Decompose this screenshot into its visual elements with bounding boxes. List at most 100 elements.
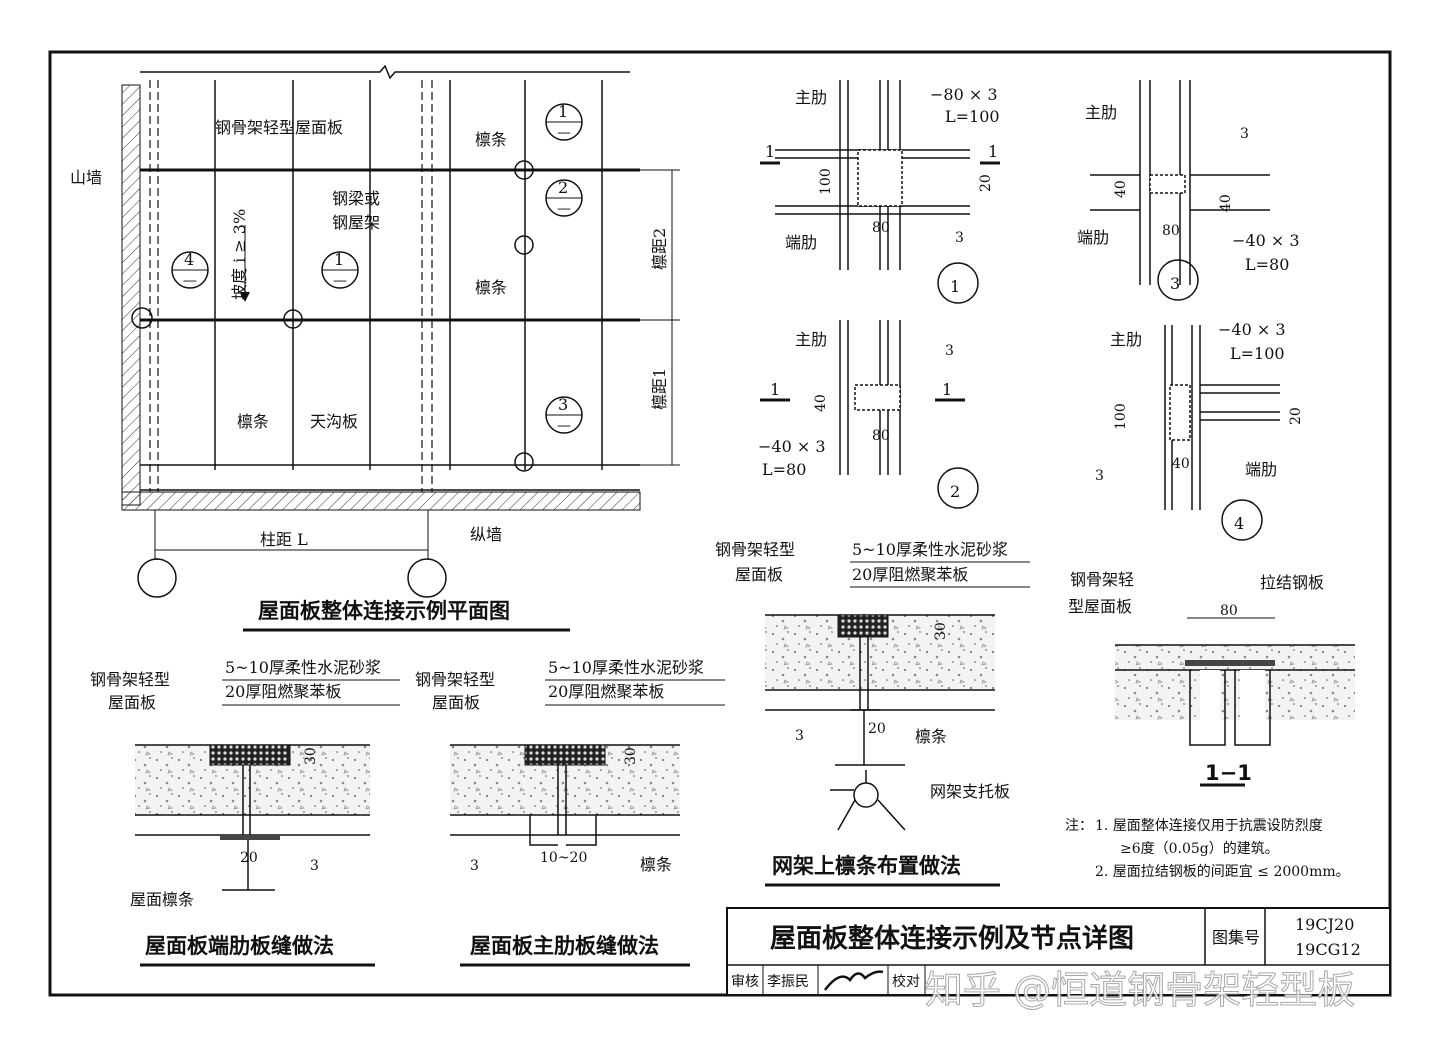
detail-4: 主肋 −40 × 3 L=100 100 20 3 40 端肋 4 bbox=[1095, 320, 1304, 541]
callout-1: 1— bbox=[514, 102, 583, 180]
section-grid-title-text: 网架上檩条布置做法 bbox=[772, 854, 961, 878]
title-block: 屋面板整体连接示例及节点详图 图集号 19CJ20 19CG12 审核 李振民 … bbox=[726, 907, 1391, 996]
detail-marker bbox=[937, 262, 979, 304]
detail4-label-text: 4 bbox=[1234, 514, 1244, 533]
detail1-dim-20-text: 20 bbox=[978, 174, 994, 192]
notes-n1b-text: ≥6度（0.05g）的建筑。 bbox=[1120, 841, 1279, 857]
detail-1: 主肋 −80 × 3 L=100 1 1 100 20 80 3 端肋 1 bbox=[760, 80, 1000, 304]
title-block-atlas-2-text: 19CG12 bbox=[1295, 940, 1361, 959]
section-end-weld-text: 3 bbox=[310, 858, 319, 874]
plan-callouts-2-sub-text: — bbox=[557, 418, 571, 434]
detail3-label-text: 3 bbox=[1170, 274, 1180, 293]
detail4-length-text: L=100 bbox=[1230, 344, 1285, 363]
long-wall-label: 纵墙 bbox=[470, 525, 502, 544]
detail-3: 主肋 3 40 40 80 端肋 −40 × 3 L=80 3 bbox=[1077, 80, 1300, 301]
sheet-border bbox=[48, 50, 1392, 997]
space-frame-node bbox=[853, 782, 879, 808]
plan-callouts-2-num-text: 3 bbox=[558, 395, 568, 414]
callout-4: 4— bbox=[131, 250, 209, 329]
detail1-cut-b-text: 1 bbox=[988, 142, 998, 161]
detail2-dim-40-text: 40 bbox=[813, 394, 829, 412]
section-main-rib: 钢骨架轻型 屋面板 5~10厚柔性水泥砂浆 20厚阻燃聚苯板 30 10~20 … bbox=[415, 658, 725, 967]
title-block-review-label-text: 审核 bbox=[731, 974, 759, 990]
drawing-title: 屋面板整体连接示例及节点详图 bbox=[770, 923, 1134, 954]
section-1-1: 钢骨架轻 型屋面板 拉结钢板 80 1−1 bbox=[1068, 570, 1355, 787]
gutter-label: 天沟板 bbox=[310, 412, 358, 431]
plan-callouts-1-num-text: 2 bbox=[558, 178, 568, 197]
slope-label: 坡度 i ≥ 3% bbox=[230, 209, 249, 300]
section-space-frame: 钢骨架轻型 屋面板 5~10厚柔性水泥砂浆 20厚阻燃聚苯板 30 20 3 檩… bbox=[715, 540, 1030, 887]
detail4-weld-text: 3 bbox=[1095, 468, 1104, 484]
plan-callouts-3-sub-text: — bbox=[183, 273, 197, 289]
detail2-weld-text: 3 bbox=[945, 343, 954, 359]
detail1-plate-text: −80 × 3 bbox=[930, 85, 998, 104]
title-block-atlas-1-text: 19CJ20 bbox=[1295, 915, 1354, 934]
steel-beam-label: 钢屋架 bbox=[332, 213, 380, 232]
plan-title: 屋面板整体连接示例平面图 bbox=[258, 599, 510, 623]
section-grid-dim-20-text: 20 bbox=[868, 721, 886, 737]
detail2-label-text: 2 bbox=[950, 482, 960, 501]
detail-marker bbox=[1157, 259, 1199, 301]
section-end-title-text: 屋面板端肋板缝做法 bbox=[145, 934, 334, 958]
plan-grid bbox=[140, 64, 640, 492]
section-main-title-text: 屋面板主肋板缝做法 bbox=[470, 934, 659, 958]
purlin-label: 檩条 bbox=[475, 130, 507, 149]
detail2-length-text: L=80 bbox=[762, 460, 806, 479]
detail1-length-text: L=100 bbox=[945, 107, 1000, 126]
slope-arrow-icon bbox=[240, 292, 250, 302]
signature bbox=[824, 970, 884, 991]
detail3-plate-text: −40 × 3 bbox=[1232, 231, 1300, 250]
detail4-dim-20-text: 20 bbox=[1288, 407, 1304, 425]
watermark: 知乎 @恒道钢骨架轻型板 bbox=[925, 968, 1355, 1012]
plan-panel-label: 钢骨架轻型屋面板 bbox=[215, 118, 343, 137]
section-grid-weld-text: 3 bbox=[795, 728, 804, 744]
detail3-end-rib-text: 端肋 bbox=[1077, 228, 1109, 247]
plan-callouts-1-sub-text: — bbox=[557, 201, 571, 217]
detail4-end-rib-text: 端肋 bbox=[1245, 460, 1277, 479]
section-main-weld-text: 3 bbox=[470, 858, 479, 874]
detail-marker bbox=[1221, 499, 1263, 541]
section-11-panel-2-text: 型屋面板 bbox=[1068, 597, 1132, 616]
detail1-end-rib-text: 端肋 bbox=[785, 233, 817, 252]
column-spacing-label: 柱距 L bbox=[260, 530, 308, 549]
section-end-purlin-text: 屋面檩条 bbox=[130, 890, 194, 909]
detail-marker bbox=[937, 467, 979, 509]
detail2-cut-b-text: 1 bbox=[942, 380, 952, 399]
notes: 注： 1. 屋面整体连接仅用于抗震设防烈度 ≥6度（0.05g）的建筑。 2. … bbox=[1065, 817, 1350, 880]
section-end-rib: 钢骨架轻型 屋面板 5~10厚柔性水泥砂浆 20厚阻燃聚苯板 30 20 3 屋… bbox=[90, 658, 400, 967]
steel-beam-label: 钢梁或 bbox=[332, 189, 380, 208]
section-11-tie-plate-text: 拉结钢板 bbox=[1260, 573, 1324, 592]
column-axis-marker bbox=[137, 558, 177, 598]
callout-2: 2— bbox=[514, 178, 583, 255]
section-11-title-text: 1−1 bbox=[1205, 761, 1252, 785]
callout-3: 3— bbox=[514, 395, 583, 472]
gable-wall-label: 山墙 bbox=[70, 168, 102, 187]
column-axis-marker bbox=[407, 558, 447, 598]
section-grid-board-text: 20厚阻燃聚苯板 bbox=[852, 565, 968, 584]
detail1-cut-a-text: 1 bbox=[765, 142, 775, 161]
section-end-mortar-text: 5~10厚柔性水泥砂浆 bbox=[225, 658, 381, 677]
plan-view: 1— 2— 3— 4— 1— 钢骨架轻型屋面板 山墙 檩条 檩条 檩条 钢梁或 … bbox=[70, 64, 680, 632]
section-grid-panel-2-text: 屋面板 bbox=[735, 565, 783, 584]
section-grid-purlin-text: 檩条 bbox=[915, 727, 947, 746]
section-main-board-text: 20厚阻燃聚苯板 bbox=[548, 682, 664, 701]
detail3-main-rib-text: 主肋 bbox=[1085, 103, 1117, 122]
notes-n1a-text: 1. 屋面整体连接仅用于抗震设防烈度 bbox=[1095, 817, 1323, 834]
section-11-dim-80-text: 80 bbox=[1220, 603, 1238, 619]
purlin-label: 檩条 bbox=[237, 412, 269, 431]
section-end-panel-2-text: 屋面板 bbox=[108, 693, 156, 712]
title-block-atlas-label-text: 图集号 bbox=[1212, 928, 1260, 947]
plan-callouts-0-num-text: 1 bbox=[558, 102, 568, 121]
section-main-mortar-text: 5~10厚柔性水泥砂浆 bbox=[548, 658, 704, 677]
detail4-dim-100-text: 100 bbox=[1113, 403, 1129, 430]
section-end-dim-30-text: 30 bbox=[303, 747, 319, 765]
detail1-weld-text: 3 bbox=[955, 230, 964, 246]
detail3-dim-40b-text: 40 bbox=[1218, 194, 1234, 212]
detail2-plate-text: −40 × 3 bbox=[758, 437, 826, 456]
notes-n2-text: 2. 屋面拉结钢板的间距宜 ≤ 2000mm。 bbox=[1095, 864, 1350, 880]
gable-wall-hatch bbox=[121, 84, 141, 506]
section-grid-dim-30-text: 30 bbox=[933, 622, 949, 640]
plan-callouts-0-sub-text: — bbox=[557, 125, 571, 141]
section-main-purlin-text: 檩条 bbox=[640, 855, 672, 874]
